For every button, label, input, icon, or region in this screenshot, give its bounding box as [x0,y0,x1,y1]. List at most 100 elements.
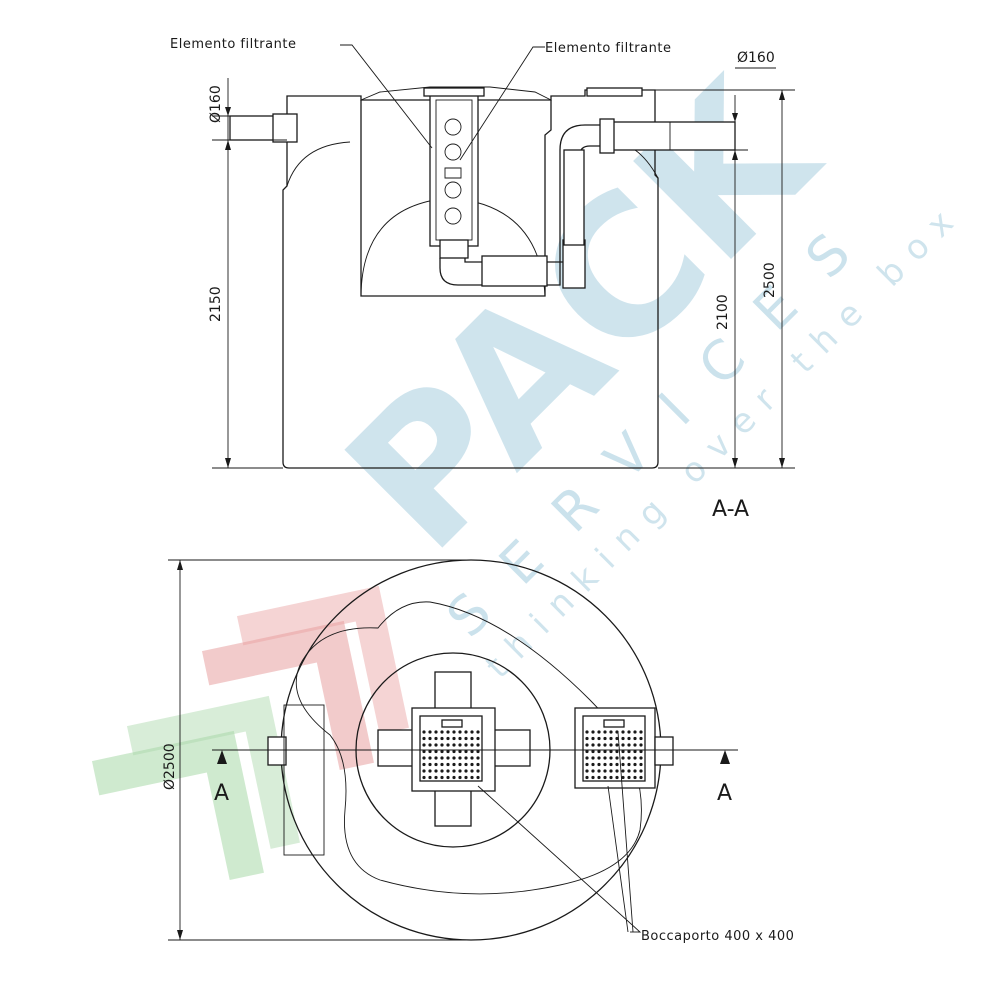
grate-hole [470,769,474,773]
grate-hole [428,769,432,773]
grate-hole [603,736,607,741]
grate-hole [627,775,631,780]
grate-hole [452,749,456,754]
cross-arms [377,671,531,827]
grate-hole [627,769,631,773]
grate-hole [446,743,450,747]
grate-hole [422,730,426,734]
plan-dimension-lines [168,559,471,941]
dim-outlet-diameter: Ø160 [737,50,775,66]
grate-hole [446,730,450,734]
grate-hole [591,730,595,734]
grate-hole [458,775,462,780]
grate-hole [452,762,456,767]
grate-hole [452,769,456,773]
grate-hole [458,736,462,741]
grate-hole [464,769,468,773]
grate-hole [597,756,601,760]
grate-hole [440,749,444,754]
dim-left-height: 2150 [208,286,224,322]
grate-hole [621,775,625,780]
grate-hole [597,762,601,767]
grate-hole [633,762,637,767]
grate-hole [422,762,426,767]
grate-hole [458,743,462,747]
grate-hole [464,756,468,760]
grate-hole [434,749,438,754]
inspection-cap [586,87,643,97]
section-view: 2150 2100 2500 Ø160 Ø160 Elemento filtra… [170,37,795,522]
grate-hole [621,756,625,760]
grate-hole [621,769,625,773]
grate-hole [434,743,438,747]
grate-hole [615,756,619,760]
pipe-joint-1 [481,255,548,287]
grate-hole [440,762,444,767]
grate-hole [428,749,432,754]
watermark: PACK SERVICES thinking over the box [91,39,971,881]
dim-plan-diameter: Ø2500 [162,743,178,790]
grate-hole [470,756,474,760]
grate-hole [446,736,450,741]
grate-hole [464,775,468,780]
grate-hole [464,762,468,767]
grate-hole [609,769,613,773]
grate-hole [597,736,601,741]
grate-hole [422,775,426,780]
grate-hole [597,769,601,773]
grate-hole [633,736,637,741]
grate-hole [585,743,589,747]
grate-hole [422,756,426,760]
grate-hole [633,730,637,734]
dimension-arrows [225,90,785,468]
watermark-red-chevron-2 [236,585,409,735]
manhole-right [574,707,656,789]
plan-inlet-pipe [267,736,287,766]
grate-hole [434,775,438,780]
grate-hole [615,736,619,741]
grate-hole [591,749,595,754]
grate-hole [422,749,426,754]
grate-hole [615,743,619,747]
grate-hole [603,769,607,773]
grate-hole [621,749,625,754]
grate-hole [464,749,468,754]
grate-hole [476,762,480,767]
chamber-cover [360,86,552,101]
grate-hole [434,736,438,741]
grate-hole [627,749,631,754]
dim-inlet-diameter: Ø160 [208,85,224,123]
grate-hole [440,736,444,741]
grate-hole [452,756,456,760]
grate-hole [428,756,432,760]
grate-hole [422,743,426,747]
grate-hole [452,775,456,780]
grate-hole [627,743,631,747]
grate-hole [470,743,474,747]
grate-hole [428,736,432,741]
label-filter-element-right: Elemento filtrante [545,41,671,56]
grate-hole [621,743,625,747]
grate-hole [470,762,474,767]
grate-hole [434,769,438,773]
grate-hole [452,730,456,734]
grate-hole [422,769,426,773]
grate-hole [615,749,619,754]
grate-hole [476,743,480,747]
grate-hole [440,730,444,734]
grate-hole [597,743,601,747]
grate-hole [603,743,607,747]
leader-filter-right [459,46,545,161]
grate-hole [422,736,426,741]
grate-hole [597,775,601,780]
grate-hole [627,736,631,741]
grate-hole [585,749,589,754]
grate-hole [639,730,643,734]
grate-hole [633,769,637,773]
grate-hole [591,762,595,767]
grate-hole [446,775,450,780]
grate-hole [639,743,643,747]
watermark-green-chevron-2 [126,695,300,849]
grate-hole [585,736,589,741]
